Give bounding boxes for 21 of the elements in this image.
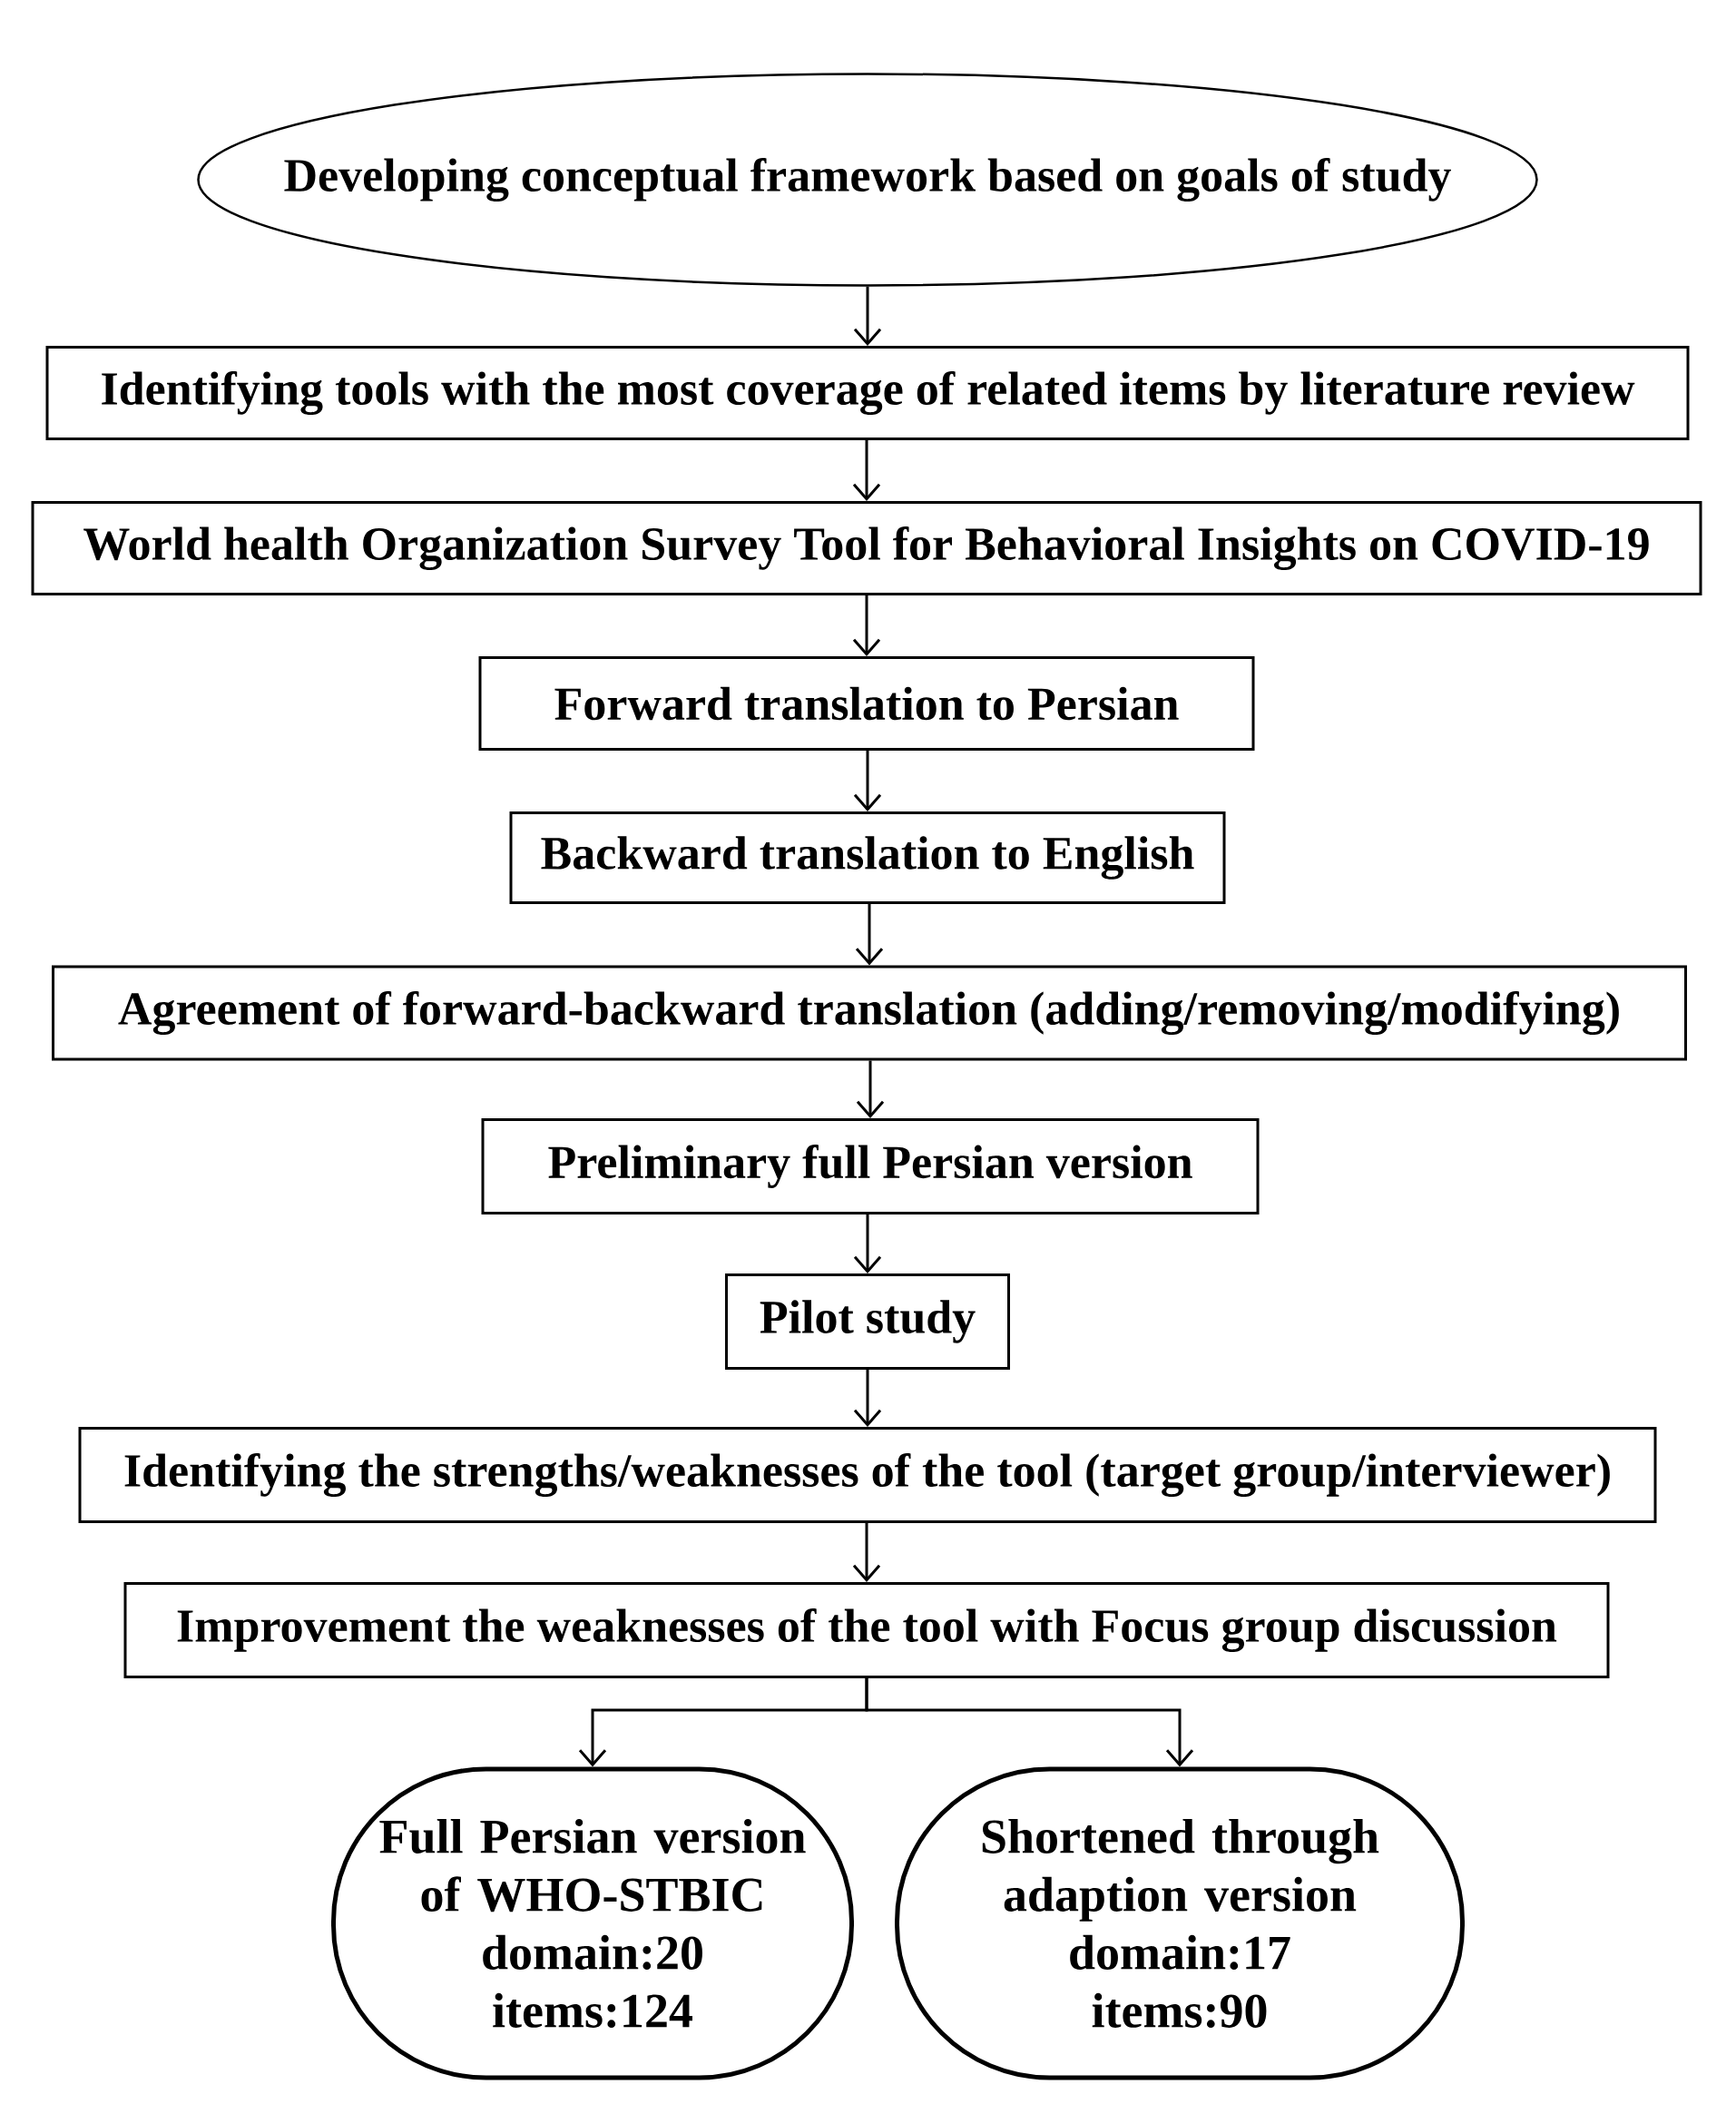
process-box: World health Organization Survey Tool for Behavioral Insights on COVID-19: [31, 501, 1702, 595]
process-box: Improvement the weaknesses of the tool with Focus group discussion: [123, 1582, 1610, 1678]
arrow: [852, 1523, 881, 1582]
arrow: [852, 440, 881, 501]
rounded-result-box: Shortened through adaption version domain:17 items:90: [895, 1766, 1465, 2080]
arrow: [853, 286, 882, 346]
rounded-result-box: Full Persian version of WHO-STBIC domain:20 items:124: [331, 1766, 854, 2080]
arrow: [853, 1370, 882, 1427]
process-box: Preliminary full Persian version: [481, 1118, 1260, 1214]
arrow: [853, 1214, 882, 1273]
process-box: Agreement of forward-backward translation (adding/removing/modifying): [52, 965, 1687, 1061]
arrow: [853, 751, 882, 811]
arrow: [855, 904, 884, 966]
arrow: [865, 1678, 1194, 1767]
process-box: Backward translation to English: [509, 811, 1226, 904]
process-box: Forward translation to Persian: [478, 656, 1255, 751]
arrow: [856, 1060, 885, 1118]
process-box: Identifying tools with the most coverage of related items by literature review: [45, 346, 1690, 440]
arrow: [852, 595, 881, 656]
process-box: Pilot study: [725, 1273, 1010, 1370]
process-box: Identifying the strengths/weaknesses of the tool (target group/interviewer): [78, 1427, 1657, 1523]
